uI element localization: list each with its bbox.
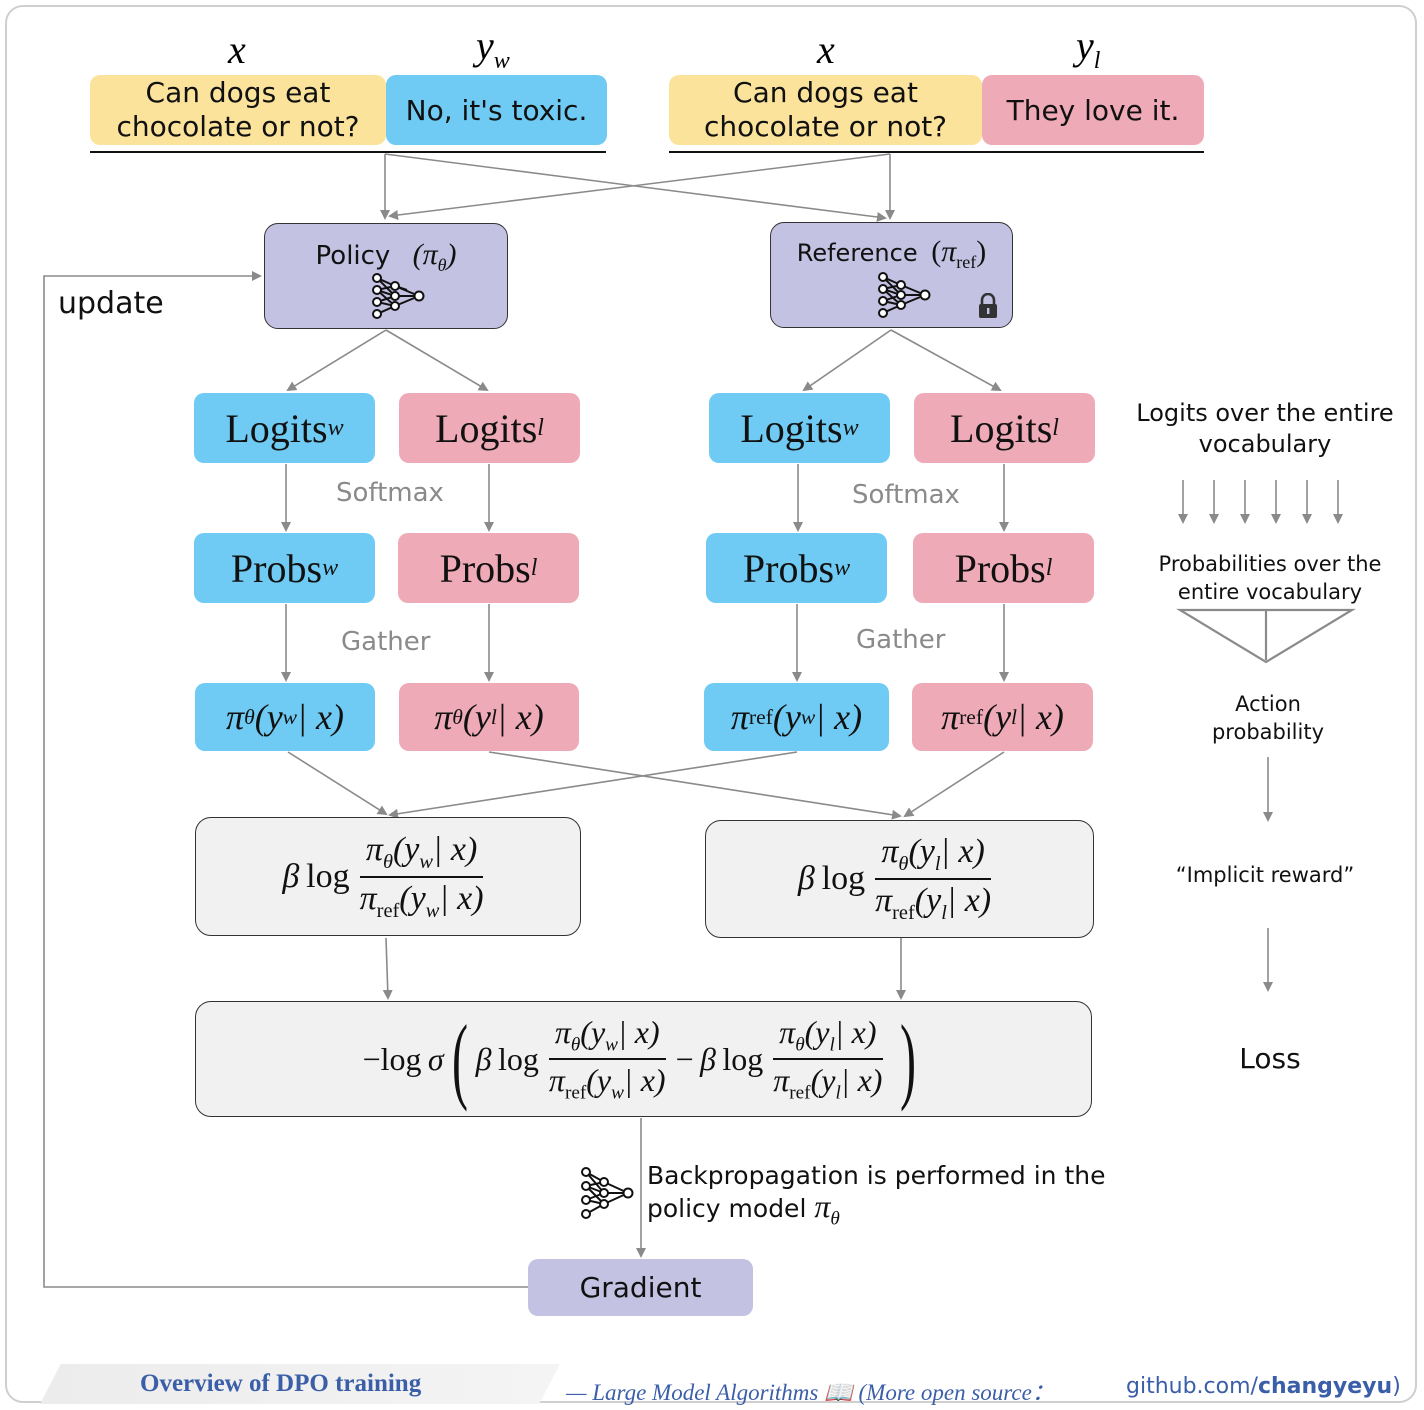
legend-loss: Loss: [1239, 1042, 1301, 1075]
lock-icon: [979, 293, 997, 318]
repo-link[interactable]: github.com/changyeyu): [1126, 1374, 1401, 1399]
reference-label: Reference: [796, 239, 918, 267]
figure-frame: [5, 5, 1417, 1403]
reference-model-box: Reference (πref): [770, 222, 1013, 328]
yw-label: yw: [476, 23, 510, 74]
implicit-reward-chosen: β log πθ(yw| x)πref(yw| x): [195, 817, 581, 936]
gradient-box: Gradient: [528, 1259, 753, 1316]
softmax-label-left: Softmax: [336, 478, 444, 508]
update-label: update: [58, 286, 164, 321]
backprop-note: Backpropagation is performed in the poli…: [647, 1161, 1106, 1230]
footer-banner: [40, 1364, 560, 1404]
x-label-right: x: [817, 27, 835, 72]
dpo-loss-box: −log σ ( β log πθ(yw| x)πref(yw| x) − β …: [195, 1001, 1092, 1117]
prompt-box-right: Can dogs eat chocolate or not?: [669, 75, 982, 145]
chosen-response-box: No, it's toxic.: [386, 75, 607, 145]
yl-label: yl: [1076, 23, 1101, 74]
policy-model-box: Policy (πθ): [264, 223, 508, 329]
policy-label: Policy: [315, 241, 391, 271]
prompt-box-left: Can dogs eat chocolate or not?: [90, 75, 386, 145]
implicit-reward-rejected: β log πθ(yl| x)πref(yl| x): [705, 820, 1094, 938]
gather-label-right: Gather: [856, 625, 946, 655]
legend-implicit-reward: “Implicit reward”: [1175, 863, 1355, 887]
neural-network-icon: [878, 272, 931, 318]
x-label-left: x: [228, 27, 246, 72]
gather-label-left: Gather: [341, 627, 431, 657]
credit-text: — Large Model Algorithms 📖 (More open so…: [566, 1380, 1055, 1405]
neural-network-icon: [372, 273, 425, 319]
figure-caption: Overview of DPO training: [140, 1370, 422, 1397]
rejected-response-box: They love it.: [982, 75, 1204, 145]
softmax-label-right: Softmax: [852, 480, 960, 510]
neural-network-icon: [581, 1167, 634, 1219]
